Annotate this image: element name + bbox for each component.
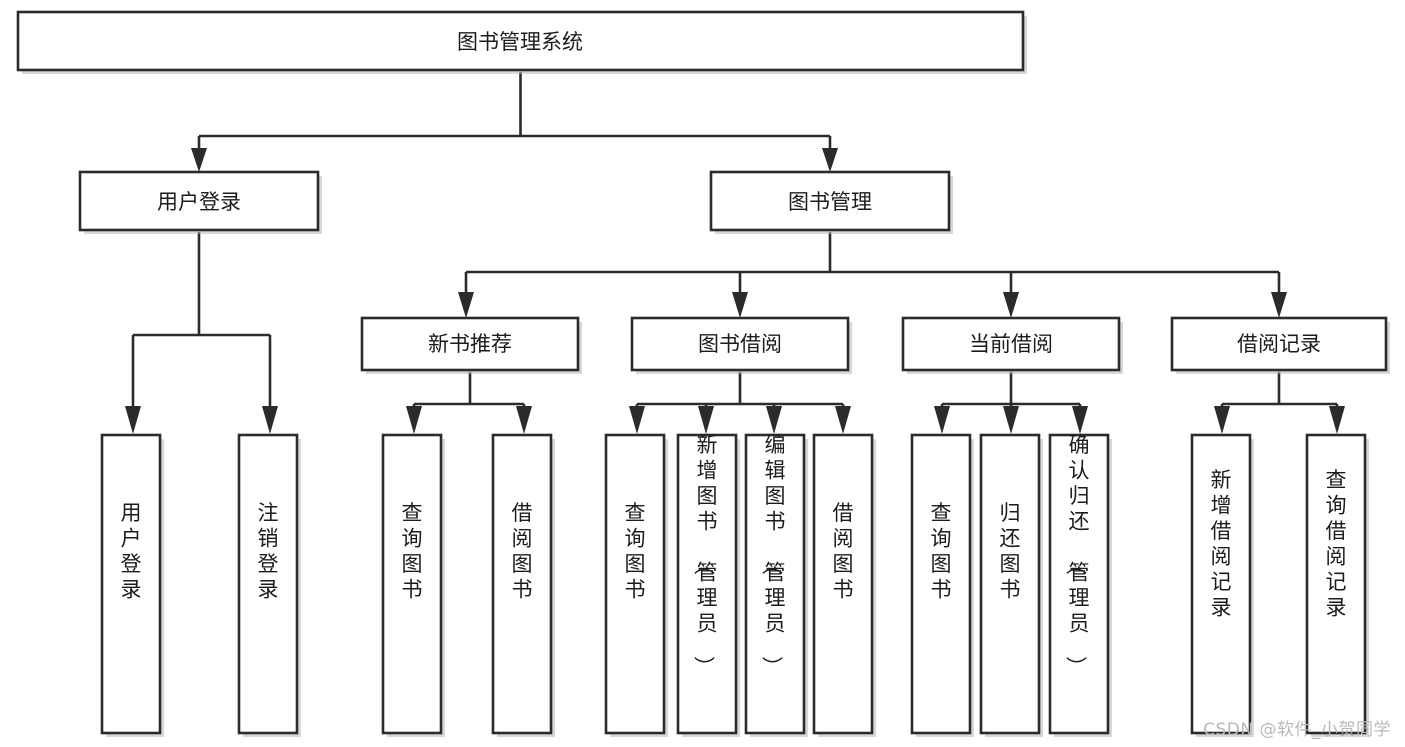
node-new-book-recommend-label: 新书推荐	[428, 332, 512, 356]
leaf-query-book-1-label: 查询图书	[402, 501, 423, 602]
arrow-book-management	[822, 148, 838, 172]
connector-group-new-book-recommend	[406, 372, 532, 434]
leaf-query-borrow-record-label: 查询借阅记录	[1326, 468, 1347, 620]
arrow-leaf-query-book-1	[406, 406, 422, 434]
node-book-management[interactable]: 图书管理	[709, 170, 953, 234]
node-user-login[interactable]: 用户登录	[78, 170, 322, 234]
arrow-leaf-user-login	[125, 406, 141, 434]
leaf-query-borrow-record-box[interactable]	[1305, 433, 1367, 735]
arrow-borrow-record	[1271, 292, 1287, 318]
node-book-management-label: 图书管理	[788, 190, 872, 214]
arrow-leaf-borrow-book-1	[516, 406, 532, 434]
node-new-book-recommend-box[interactable]	[360, 316, 580, 372]
arrow-leaf-user-logout	[262, 406, 278, 434]
node-borrow-record-label: 借阅记录	[1237, 332, 1321, 356]
connector-group-current-borrow	[934, 372, 1088, 434]
arrow-leaf-add-book	[698, 406, 714, 434]
arrow-leaf-return-book	[1003, 406, 1019, 434]
node-user-login-label: 用户登录	[157, 190, 241, 214]
leaf-add-borrow-record-label: 新增借阅记录	[1211, 468, 1232, 620]
leaf-node-borrow-book-1[interactable]: 借阅图书	[491, 433, 555, 737]
node-root-label: 图书管理系统	[457, 30, 583, 54]
node-root-box[interactable]	[16, 10, 1025, 72]
connector-group-user-login	[125, 232, 278, 434]
node-current-borrow-label: 当前借阅	[969, 332, 1053, 356]
leaf-query-book-2-label: 查询图书	[625, 501, 646, 602]
arrow-leaf-confirm-return	[1072, 406, 1088, 434]
leaf-node-query-book-3[interactable]: 查询图书	[910, 433, 974, 737]
leaf-query-book-3-box[interactable]	[910, 433, 972, 735]
leaf-return-book-box[interactable]	[979, 433, 1041, 735]
leaf-node-return-book[interactable]: 归还图书	[979, 433, 1043, 737]
leaf-return-book-label: 归还图书	[1000, 501, 1021, 602]
leaf-borrow-book-1-box[interactable]	[491, 433, 553, 735]
leaf-user-logout-label: 注销登录	[258, 501, 279, 602]
connector-group-root	[191, 72, 838, 172]
node-book-borrow[interactable]: 图书借阅	[630, 316, 852, 374]
connector-group-book-borrow	[629, 372, 851, 434]
leaf-node-query-book-2[interactable]: 查询图书	[604, 433, 668, 737]
leaf-user-logout-box[interactable]	[237, 433, 299, 735]
leaf-user-login-box[interactable]	[100, 433, 162, 735]
node-borrow-record[interactable]: 借阅记录	[1170, 316, 1390, 374]
arrow-leaf-query-book-2	[629, 406, 645, 434]
node-book-borrow-box[interactable]	[630, 316, 850, 372]
leaf-node-query-book-1[interactable]: 查询图书	[381, 433, 445, 737]
leaf-edit-book-box[interactable]	[744, 433, 806, 735]
leaf-node-edit-book[interactable]: 编辑图书（管理员）	[744, 433, 808, 737]
node-book-management-box[interactable]	[709, 170, 951, 232]
arrow-user-login	[191, 148, 207, 172]
node-book-borrow-label: 图书借阅	[698, 332, 782, 356]
leaf-query-book-1-box[interactable]	[381, 433, 443, 735]
arrow-current-borrow	[1003, 292, 1019, 318]
node-user-login-box[interactable]	[78, 170, 320, 232]
leaf-add-borrow-record-box[interactable]	[1190, 433, 1252, 735]
leaf-confirm-return-box[interactable]	[1048, 433, 1110, 735]
leaf-query-book-2-box[interactable]	[604, 433, 666, 735]
node-new-book-recommend[interactable]: 新书推荐	[360, 316, 582, 374]
connector-group-borrow-record	[1214, 372, 1345, 434]
arrow-leaf-query-book-3	[934, 406, 950, 434]
leaf-node-add-book[interactable]: 新增图书（管理员）	[676, 433, 740, 737]
node-current-borrow[interactable]: 当前借阅	[901, 316, 1123, 374]
leaf-borrow-book-1-label: 借阅图书	[512, 501, 533, 602]
leaf-user-login-label: 用户登录	[121, 501, 142, 602]
node-root[interactable]: 图书管理系统	[16, 10, 1027, 74]
node-borrow-record-box[interactable]	[1170, 316, 1388, 372]
arrow-leaf-add-borrow-record	[1214, 406, 1230, 434]
connector-group-book-management	[458, 232, 1287, 318]
leaf-node-add-borrow-record[interactable]: 新增借阅记录	[1190, 433, 1254, 737]
leaf-confirm-return-label: 确认归还（管理员）	[1064, 433, 1090, 677]
leaf-node-query-borrow-record[interactable]: 查询借阅记录	[1305, 433, 1369, 737]
leaf-node-user-login[interactable]: 用户登录	[100, 433, 164, 737]
leaf-add-book-box[interactable]	[676, 433, 738, 735]
leaf-borrow-book-2-label: 借阅图书	[833, 501, 854, 602]
leaf-node-borrow-book-2[interactable]: 借阅图书	[812, 433, 876, 737]
leaf-node-confirm-return[interactable]: 确认归还（管理员）	[1048, 433, 1112, 737]
arrow-leaf-edit-book	[766, 406, 782, 434]
arrow-leaf-query-borrow-record	[1329, 406, 1345, 434]
leaf-node-user-logout[interactable]: 注销登录	[237, 433, 301, 737]
node-current-borrow-box[interactable]	[901, 316, 1121, 372]
leaf-edit-book-label: 编辑图书（管理员）	[760, 433, 786, 677]
leaf-borrow-book-2-box[interactable]	[812, 433, 874, 735]
leaf-query-book-3-label: 查询图书	[931, 501, 952, 602]
arrow-book-borrow	[732, 292, 748, 318]
arrow-leaf-borrow-book-2	[835, 406, 851, 434]
leaf-add-book-label: 新增图书（管理员）	[692, 433, 718, 677]
arrow-new-book-recommend	[458, 292, 474, 318]
